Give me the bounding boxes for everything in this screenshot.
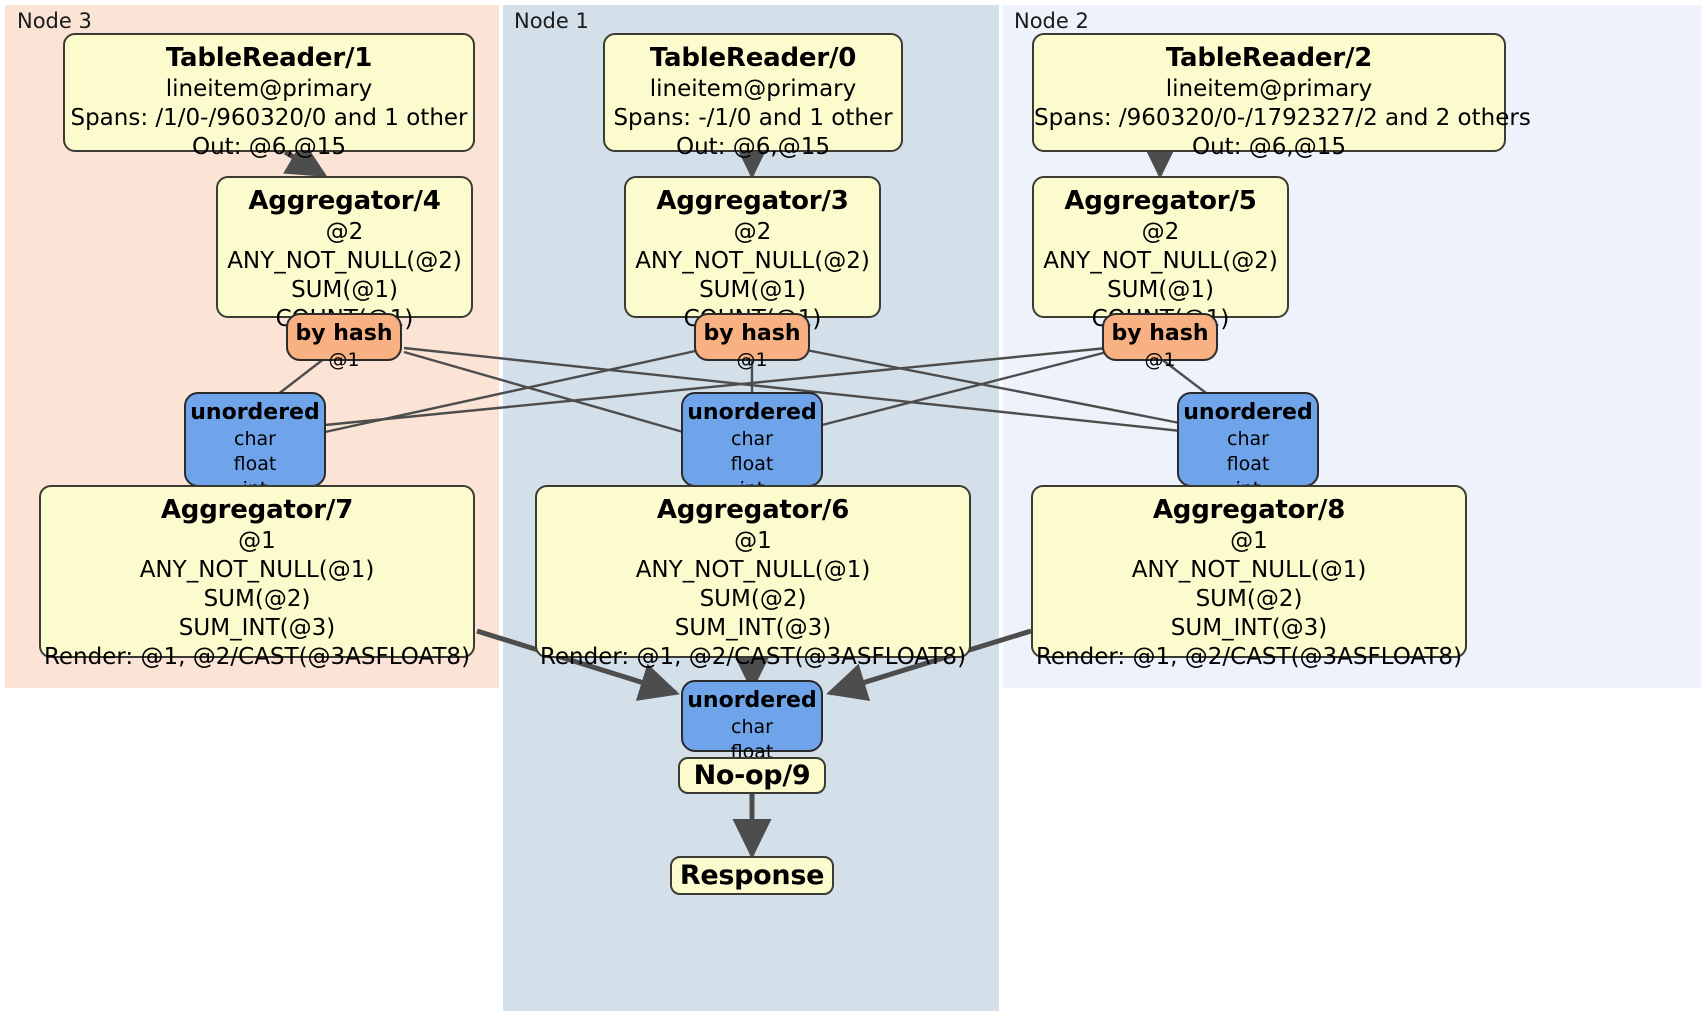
processor-line: ANY_NOT_NULL(@2)	[227, 248, 462, 274]
router-line: char	[731, 428, 773, 450]
processor-line: Out: @6,@15	[676, 134, 830, 160]
processor-line: SUM(@1)	[1107, 277, 1214, 303]
processor-line: ANY_NOT_NULL(@1)	[1131, 557, 1367, 583]
router-title: unordered	[687, 400, 817, 425]
processor-line: lineitem@primary	[649, 76, 857, 102]
router-line: char	[234, 428, 276, 450]
processor-line: @2	[325, 219, 364, 245]
processor-title: Aggregator/5	[1064, 186, 1257, 216]
processor-line: ANY_NOT_NULL(@2)	[1043, 248, 1278, 274]
processor-line: Render: @1, @2/CAST(@3ASFLOAT8)	[1035, 644, 1463, 670]
processor-line: Out: @6,@15	[192, 134, 346, 160]
processor-title: TableReader/2	[1165, 43, 1373, 73]
router-by-hash-left[interactable]: by hash @1	[286, 313, 402, 371]
processor-title: Aggregator/7	[160, 495, 354, 525]
processor-line: SUM(@2)	[1195, 586, 1303, 612]
router-line: char	[731, 716, 773, 738]
processor-line: @1	[734, 528, 772, 554]
router-title: unordered	[687, 688, 817, 713]
processor-aggregator-7[interactable]: Aggregator/7 @1 ANY_NOT_NULL(@1) SUM(@2)…	[39, 485, 475, 670]
processor-title: TableReader/1	[165, 43, 373, 73]
processor-aggregator-8[interactable]: Aggregator/8 @1 ANY_NOT_NULL(@1) SUM(@2)…	[1031, 485, 1467, 670]
router-line: float	[730, 453, 774, 475]
router-line: @1	[328, 349, 360, 371]
processor-line: @1	[238, 528, 276, 554]
processor-line: SUM_INT(@3)	[178, 615, 336, 641]
processor-line: @2	[1141, 219, 1180, 245]
processor-line: Render: @1, @2/CAST(@3ASFLOAT8)	[539, 644, 967, 670]
processor-line: ANY_NOT_NULL(@2)	[635, 248, 870, 274]
router-title: by hash	[703, 321, 801, 346]
router-line: float	[1226, 453, 1270, 475]
processor-line: Out: @6,@15	[1192, 134, 1346, 160]
processor-aggregator-3[interactable]: Aggregator/3 @2 ANY_NOT_NULL(@2) SUM(@1)…	[624, 176, 881, 332]
processor-line: @1	[1230, 528, 1268, 554]
processor-tablereader-1[interactable]: TableReader/1 lineitem@primary Spans: /1…	[63, 33, 475, 160]
processor-line: SUM_INT(@3)	[1170, 615, 1328, 641]
node-label-node1: Node 1	[514, 9, 589, 33]
router-line: float	[233, 453, 277, 475]
processor-line: Render: @1, @2/CAST(@3ASFLOAT8)	[43, 644, 471, 670]
processor-line: ANY_NOT_NULL(@1)	[139, 557, 375, 583]
router-title: unordered	[1183, 400, 1313, 425]
processor-response[interactable]: Response	[670, 856, 834, 895]
processor-title: TableReader/0	[649, 43, 857, 73]
processor-title: Aggregator/4	[248, 186, 441, 216]
processor-line: Spans: /1/0-/960320/0 and 1 other	[70, 105, 468, 131]
processor-aggregator-6[interactable]: Aggregator/6 @1 ANY_NOT_NULL(@1) SUM(@2)…	[535, 485, 971, 670]
processor-title: Aggregator/8	[1152, 495, 1346, 525]
router-line: char	[1227, 428, 1269, 450]
processor-line: Spans: /960320/0-/1792327/2 and 2 others	[1034, 105, 1531, 131]
processor-line: SUM(@2)	[699, 586, 807, 612]
processor-line: ANY_NOT_NULL(@1)	[635, 557, 871, 583]
processor-aggregator-4[interactable]: Aggregator/4 @2 ANY_NOT_NULL(@2) SUM(@1)…	[216, 176, 473, 332]
router-unordered-left[interactable]: unordered char float int	[184, 392, 326, 500]
router-line: @1	[1144, 349, 1176, 371]
router-title: unordered	[190, 400, 320, 425]
processor-aggregator-5[interactable]: Aggregator/5 @2 ANY_NOT_NULL(@2) SUM(@1)…	[1032, 176, 1289, 332]
node-label-node3: Node 3	[17, 9, 92, 33]
router-title: by hash	[1111, 321, 1209, 346]
router-by-hash-center[interactable]: by hash @1	[694, 313, 810, 371]
processor-line: SUM(@1)	[291, 277, 398, 303]
processor-line: SUM(@2)	[203, 586, 311, 612]
processor-line: @2	[733, 219, 772, 245]
node-label-node2: Node 2	[1014, 9, 1089, 33]
processor-line: SUM(@1)	[699, 277, 806, 303]
router-unordered-right[interactable]: unordered char float int	[1177, 392, 1319, 500]
processor-line: Spans: -/1/0 and 1 other	[613, 105, 893, 131]
router-title: by hash	[295, 321, 393, 346]
router-line: @1	[736, 349, 768, 371]
processor-line: lineitem@primary	[165, 76, 373, 102]
processor-tablereader-2[interactable]: TableReader/2 lineitem@primary Spans: /9…	[1032, 33, 1531, 160]
router-unordered-final[interactable]: unordered char float	[681, 680, 823, 763]
processor-tablereader-0[interactable]: TableReader/0 lineitem@primary Spans: -/…	[603, 33, 903, 160]
processor-title: Aggregator/3	[656, 186, 849, 216]
processor-title: Aggregator/6	[656, 495, 850, 525]
processor-line: SUM_INT(@3)	[674, 615, 832, 641]
router-by-hash-right[interactable]: by hash @1	[1102, 313, 1218, 371]
processor-line: lineitem@primary	[1165, 76, 1373, 102]
router-unordered-center[interactable]: unordered char float int	[681, 392, 823, 500]
processor-noop-9[interactable]: No-op/9	[678, 757, 826, 794]
